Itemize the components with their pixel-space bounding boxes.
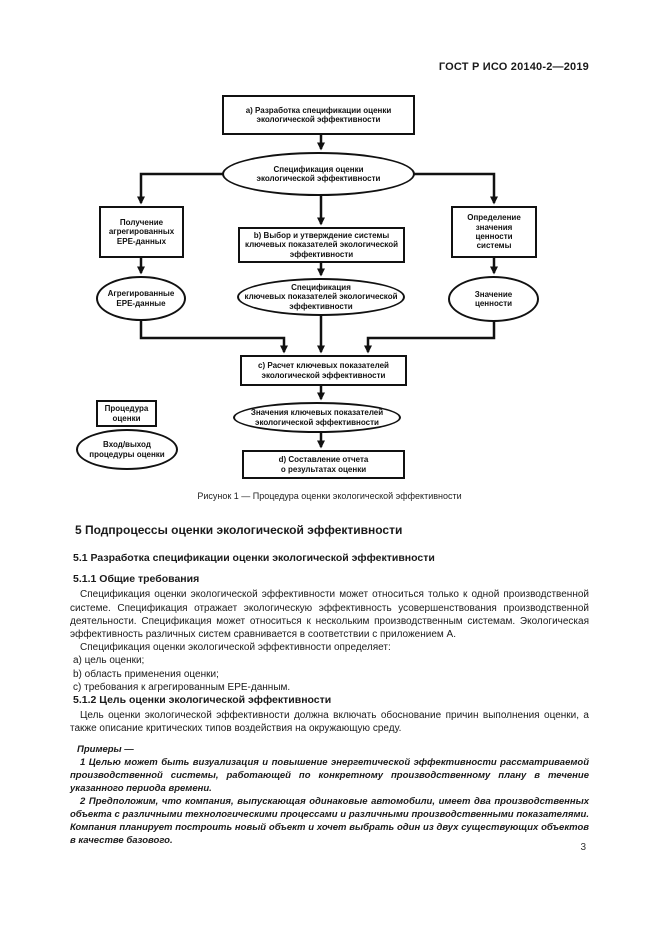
section-5-1-1-heading: 5.1.1 Общие требования: [73, 573, 200, 586]
paragraph-goal: Цель оценки экологической эффективности …: [70, 710, 589, 735]
example-2: 2 Предположим, что компания, выпускающая…: [70, 795, 589, 846]
node-select-kpi-box: b) Выбор и утверждение системы ключевых …: [238, 227, 405, 263]
node-get-epe-data-box: Получение агрегированных ЕРЕ-данных: [99, 206, 184, 258]
legend-procedure-box: Процедура оценки: [96, 400, 157, 427]
figure-1-flowchart: а) Разработка спецификации оценки эколог…: [0, 88, 661, 486]
node-calc-kpi-box: с) Расчет ключевых показателей экологиче…: [240, 355, 407, 386]
flowchart-connectors: [137, 134, 498, 449]
node-aggregated-epe-ellipse: Агрегированные ЕРЕ-данные: [96, 276, 186, 321]
standard-designation: ГОСТ Р ИСО 20140-2—2019: [438, 61, 589, 73]
examples-block: Примеры — 1 Целью может быть визуализаци…: [70, 743, 589, 847]
paragraph-spec-defines: Спецификация оценки экологической эффект…: [80, 642, 391, 654]
node-spec-output-ellipse: Спецификация оценки экологической эффект…: [222, 152, 415, 196]
node-develop-spec-box: а) Разработка спецификации оценки эколог…: [222, 95, 415, 135]
node-kpi-values-ellipse: Значения ключевых показателей экологичес…: [233, 402, 401, 433]
figure-caption: Рисунок 1 — Процедура оценки экологическ…: [197, 491, 462, 501]
list-item-a: a) цель оценки;: [73, 655, 145, 667]
document-body: 5 Подпроцессы оценки экологической эффек…: [70, 523, 589, 847]
examples-label: Примеры —: [77, 743, 134, 755]
legend-io-ellipse: Вход/выход процедуры оценки: [76, 429, 178, 470]
node-kpi-spec-ellipse: Спецификация ключевых показателей эколог…: [237, 278, 405, 316]
section-5-1-2-heading: 5.1.2 Цель оценки экологической эффектив…: [73, 694, 332, 707]
list-item-b: b) область применения оценки;: [73, 668, 219, 680]
list-item-c: c) требования к агрегированным ЕРЕ-данны…: [73, 681, 291, 693]
paragraph-spec-scope: Спецификация оценки экологической эффект…: [70, 589, 589, 641]
page-number: 3: [580, 842, 586, 853]
section-5-1-heading: 5.1 Разработка спецификации оценки эколо…: [73, 552, 435, 564]
node-value-ellipse: Значение ценности: [448, 276, 539, 322]
example-1: 1 Целью может быть визуализация и повыше…: [70, 756, 589, 794]
node-report-box: d) Составление отчета о результатах оцен…: [242, 450, 405, 479]
node-determine-value-box: Определение значения ценности системы: [451, 206, 537, 258]
section-5-heading: 5 Подпроцессы оценки экологической эффек…: [75, 523, 403, 537]
